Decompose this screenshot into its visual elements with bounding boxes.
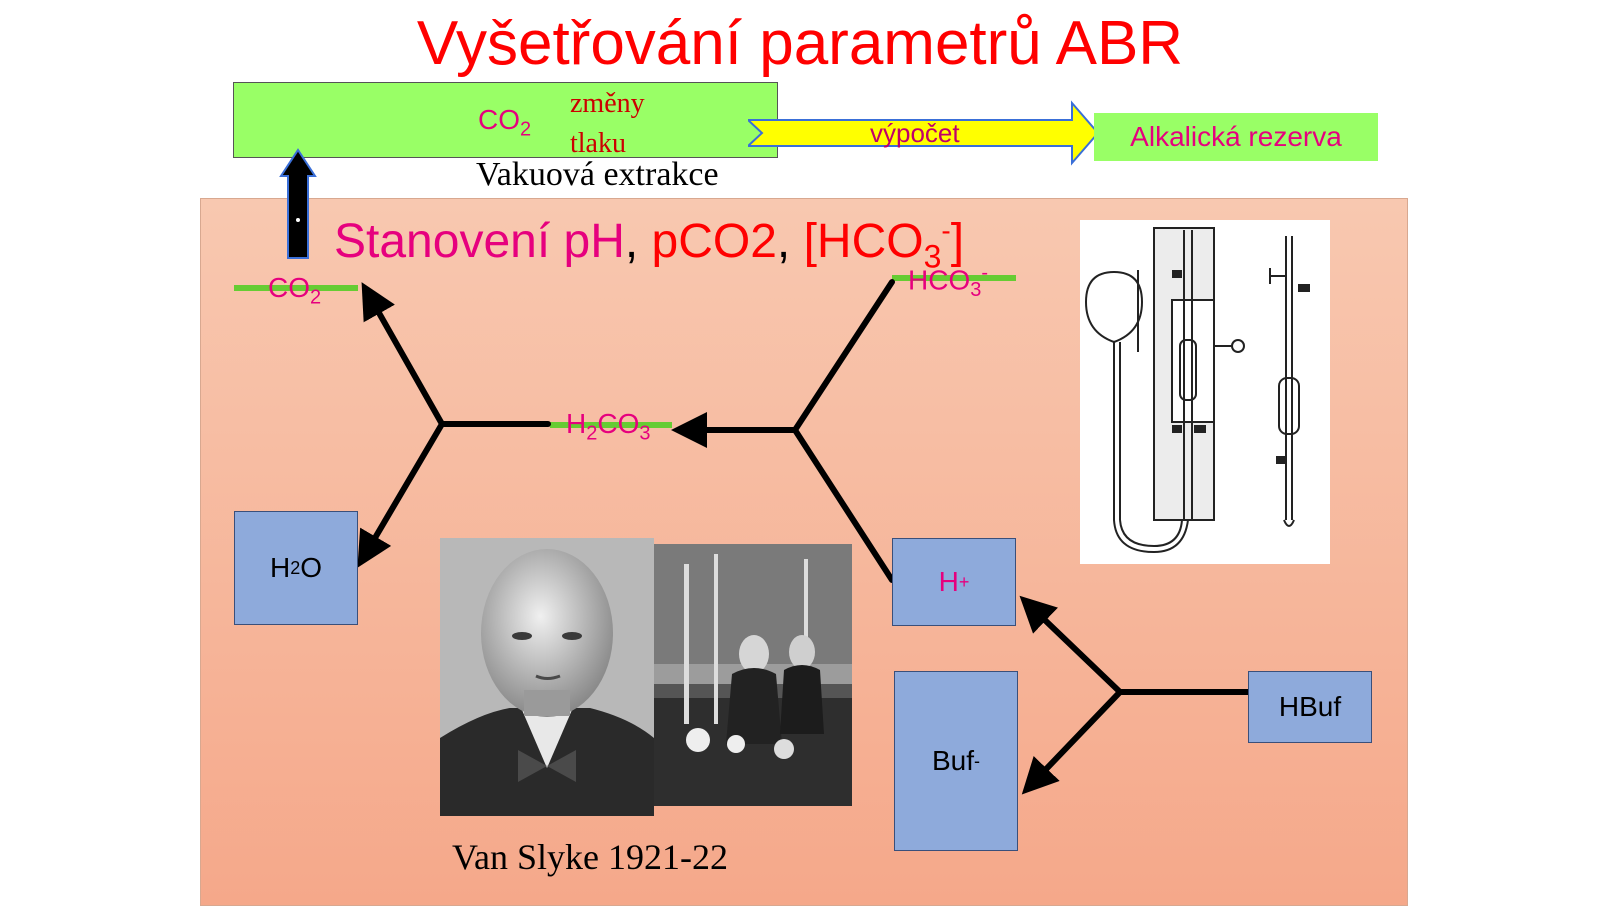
slide-title: Vyšetřování parametrů ABR: [416, 9, 1184, 78]
van-slyke-apparatus-drawing: [1080, 220, 1330, 564]
co2-measure-label: CO2: [478, 104, 532, 141]
vacuum-extraction-label: Vakuová extrakce: [476, 156, 719, 193]
carbonic-acid-label: H2CO3: [566, 408, 651, 445]
proton-box: H+: [892, 538, 1016, 626]
co2-species-label: CO2: [268, 272, 322, 309]
buffer-anion-box: Buf-: [894, 671, 1018, 851]
laboratory-photo: [654, 544, 852, 806]
species-underlines: [234, 275, 1016, 428]
extraction-up-arrow: [279, 148, 317, 259]
bicarbonate-species-label: HCO3-: [908, 262, 989, 301]
determination-heading: Stanovení pH, pCO2, [HCO3-]: [334, 215, 965, 275]
hbuf-box: HBuf: [1248, 671, 1372, 743]
calculation-arrow: [748, 100, 1100, 166]
van-slyke-caption: Van Slyke 1921-22: [452, 837, 728, 877]
alkaline-reserve-box: Alkalická rezerva: [1094, 113, 1378, 161]
measurement-bar: [233, 82, 778, 158]
van-slyke-portrait-photo: [440, 538, 654, 816]
calculation-label: výpočet: [870, 118, 960, 148]
